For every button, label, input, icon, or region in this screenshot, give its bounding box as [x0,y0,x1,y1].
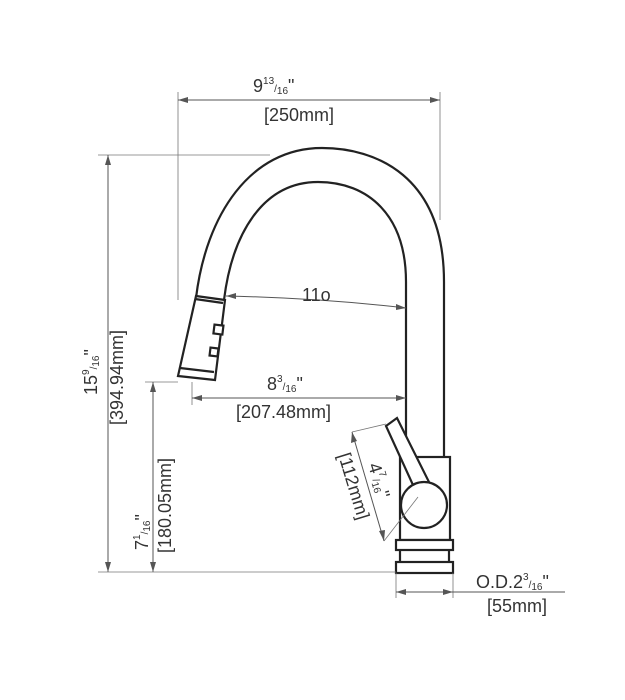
od-den: 16 [531,582,543,593]
svg-text:159/16": 159/16" [81,349,102,395]
height-num: 9 [81,369,92,375]
overall-height-dimension: 159/16" [394.94mm] [81,154,270,572]
faucet-body [176,146,455,575]
reach-metric: [207.48mm] [236,402,331,422]
clearance-metric: [180.05mm] [155,458,175,553]
spray-angle-dimension: 11o [225,285,407,310]
od-whole: 2 [513,572,523,592]
height-den: 16 [91,355,102,367]
od-unit: " [543,572,549,592]
height-metric: [394.94mm] [107,330,127,425]
width-den: 16 [277,86,289,97]
od-prefix: O.D. [476,572,513,592]
spray-head-seam [194,297,224,305]
width-unit: " [288,76,294,96]
width-whole: 9 [253,76,263,96]
svg-text:47/16": 47/16" [363,460,394,500]
height-unit: " [81,349,101,355]
clearance-whole: 7 [132,540,152,550]
handle-den: 16 [369,481,383,495]
overall-width-dimension: 913/16" [250mm] [177,76,441,300]
spout-reach-dimension: 83/16" [207.48mm] [191,374,406,422]
spout-inner-contour [222,180,408,460]
spray-angle-label: 11o [302,285,331,305]
svg-text:71/16": 71/16" [132,514,153,550]
clearance-unit: " [132,514,152,520]
spray-button-upper [212,323,225,336]
clearance-num: 1 [132,534,143,540]
reach-den: 16 [285,384,297,395]
spray-button-lower [208,346,220,358]
spray-head-nozzle [179,366,215,374]
handle-unit: " [373,489,394,501]
handle-num: 7 [376,470,388,479]
od-num: 3 [523,572,529,583]
clearance-den: 16 [142,520,153,532]
handle-hub [399,480,449,530]
spout-outer-contour [194,146,446,458]
base-plate [394,560,455,575]
reach-unit: " [296,374,302,394]
width-num: 13 [263,76,275,87]
svg-text:O.D.23/16": O.D.23/16" [476,572,549,593]
height-whole: 15 [81,375,101,395]
base-collar [394,538,455,552]
reach-whole: 8 [267,374,277,394]
spout-clearance-dimension: 71/16" [180.05mm] [132,381,178,572]
reach-num: 3 [277,374,283,385]
svg-text:83/16": 83/16" [267,374,303,395]
base-diameter-dimension: O.D.23/16" [55mm] [395,572,565,616]
svg-text:913/16": 913/16" [253,76,294,97]
spray-head [176,294,227,382]
width-metric: [250mm] [264,105,334,125]
od-metric: [55mm] [487,596,547,616]
